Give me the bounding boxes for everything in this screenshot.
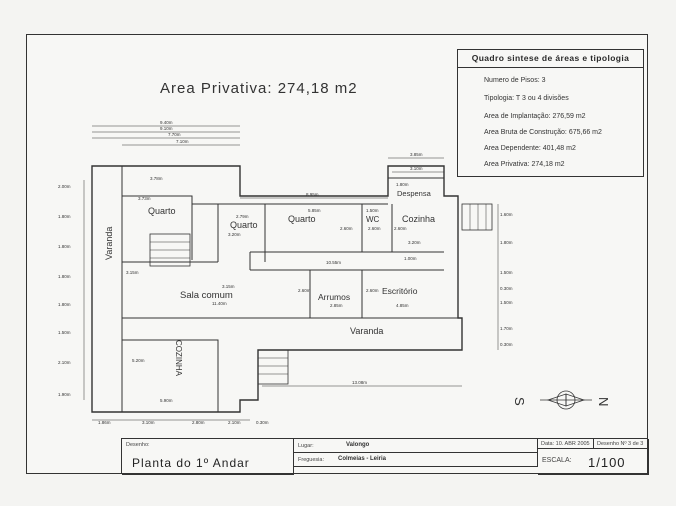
dimension-label: 1.80m [396, 182, 409, 187]
dimension-label: 3.20m [408, 240, 421, 245]
dimension-label: 3.15m [222, 284, 235, 289]
dimension-label: 1.50m [500, 270, 513, 275]
dimension-label: 2.60m [340, 226, 353, 231]
room-label-sala: Sala comum [180, 290, 233, 301]
dimension-label: 5.90m [160, 398, 173, 403]
dimension-label: 1.50m [366, 208, 379, 213]
dimension-label: 5.85m [308, 208, 321, 213]
room-label-arrumos: Arrumos [318, 292, 350, 302]
dimension-label: 1.00m [404, 256, 417, 261]
drawing-name-cell: Desenho: Planta do 1º Andar [122, 439, 294, 475]
room-label-cozinha: Cozinha [402, 214, 435, 224]
dimension-label: 1.80m [500, 240, 513, 245]
summary-table: Quadro sintese de áreas e tipologia Nume… [457, 49, 644, 177]
room-label-quarto: Quarto [230, 220, 258, 230]
desenho-label: Desenho: [126, 442, 150, 448]
sheet-number-label: Desenho Nº 3 de 3 [597, 441, 644, 447]
freguesia-label: Freguesia: [298, 457, 324, 463]
stair-block [257, 349, 289, 385]
interior-wall [122, 339, 219, 412]
dimension-label: 2.10m [228, 420, 241, 425]
room-label-varanda: Varanda [350, 326, 383, 336]
interior-wall [122, 195, 193, 260]
dimension-label: 3.10m [142, 420, 155, 425]
dimension-label: 13.08m [352, 380, 367, 385]
summary-line: Area Privativa: 274,18 m2 [484, 161, 565, 168]
sheet-number-cell: Desenho Nº 3 de 3 [594, 439, 649, 449]
dimension-label: 11.40m [212, 301, 227, 306]
summary-line: Tipologia: T 3 ou 4 divisões [484, 95, 569, 102]
dimension-label: 9.40m [160, 120, 173, 125]
summary-heading: Quadro sintese de áreas e tipologia [458, 50, 643, 68]
dimension-label: 7.70m [168, 132, 181, 137]
dimension-label: 1.70m [500, 326, 513, 331]
freguesia-cell: Freguesia: Colmeias - Leiria [294, 453, 538, 467]
lugar-value: Valongo [346, 442, 370, 448]
dimension-label: 3.85m [410, 152, 423, 157]
summary-line: Numero de Pisos: 3 [484, 77, 546, 84]
dimension-label: 1.50m [58, 330, 71, 335]
room-label-varanda: Varanda [104, 227, 114, 260]
dimension-label: 10.55m [326, 260, 341, 265]
dimension-label: 0.30m [256, 420, 269, 425]
date-label: Data: 10. ABR 2005 [541, 441, 590, 447]
summary-line: Area de Implantação: 276,59 m2 [484, 113, 586, 120]
room-label-escritorio: Escritório [382, 286, 418, 296]
room-label-quarto: Quarto [148, 206, 176, 216]
dimension-label: 0.30m [500, 286, 513, 291]
dimension-label: 2.00m [58, 184, 71, 189]
dimension-label: 5.20m [132, 358, 145, 363]
room-label-wc: WC [366, 215, 380, 224]
lugar-label: Lugar: [298, 443, 314, 449]
dimension-label: 2.10m [58, 360, 71, 365]
compass-icon [540, 390, 592, 410]
dimension-label: 1.80m [58, 302, 71, 307]
dimension-label: 9.10m [160, 126, 173, 131]
dimension-label: 1.80m [58, 244, 71, 249]
page-title: Area Privativa: 274,18 m2 [160, 80, 358, 97]
date-cell: Data: 10. ABR 2005 [538, 439, 594, 449]
dimension-label: 0.30m [500, 342, 513, 347]
dimension-label: 1.80m [58, 214, 71, 219]
dimension-label: 2.60m [368, 226, 381, 231]
summary-line: Area Dependente: 401,48 m2 [484, 145, 576, 152]
title-block: Desenho: Planta do 1º Andar Lugar: Valon… [121, 438, 649, 475]
dimension-label: 2.79m [236, 214, 249, 219]
dimension-label: 1.60m [500, 212, 513, 217]
lugar-cell: Lugar: Valongo [294, 439, 538, 453]
dimension-label: 3.20m [228, 232, 241, 237]
dimension-label: 3.73m [138, 196, 151, 201]
drawing-name: Planta do 1º Andar [132, 456, 250, 470]
dimension-label: 1.90m [58, 392, 71, 397]
dimension-label: 2.60m [298, 288, 311, 293]
dimension-label: 2.85m [330, 303, 343, 308]
dimension-label: 3.78m [150, 176, 163, 181]
dimension-label: 1.80m [58, 274, 71, 279]
compass-south-label: S [512, 397, 527, 406]
dimension-label: 3.15m [126, 270, 139, 275]
summary-line: Area Bruta de Construção: 675,66 m2 [484, 129, 602, 136]
room-label-cozinha: COZINHA [174, 340, 183, 377]
compass-north-label: N [596, 397, 611, 406]
scale-label: ESCALA: [542, 457, 572, 464]
dimension-label: 4.85m [396, 303, 409, 308]
dimension-label: 7.10m [176, 139, 189, 144]
dimension-label: 2.60m [366, 288, 379, 293]
scale-cell: ESCALA: 1/100 [538, 449, 649, 475]
room-label-despensa: Despensa [397, 189, 432, 198]
dimension-label: 1.86m [98, 420, 111, 425]
stair-block [461, 203, 493, 231]
dimension-label: 3.10m [410, 166, 423, 171]
dimension-label: 8.95m [306, 192, 319, 197]
dimension-label: 2.80m [192, 420, 205, 425]
dimension-label: 2.60m [394, 226, 407, 231]
scale-value: 1/100 [588, 455, 626, 470]
room-label-quarto: Quarto [288, 214, 316, 224]
dimension-label: 1.50m [500, 300, 513, 305]
freguesia-value: Colmeias - Leiria [338, 456, 387, 462]
